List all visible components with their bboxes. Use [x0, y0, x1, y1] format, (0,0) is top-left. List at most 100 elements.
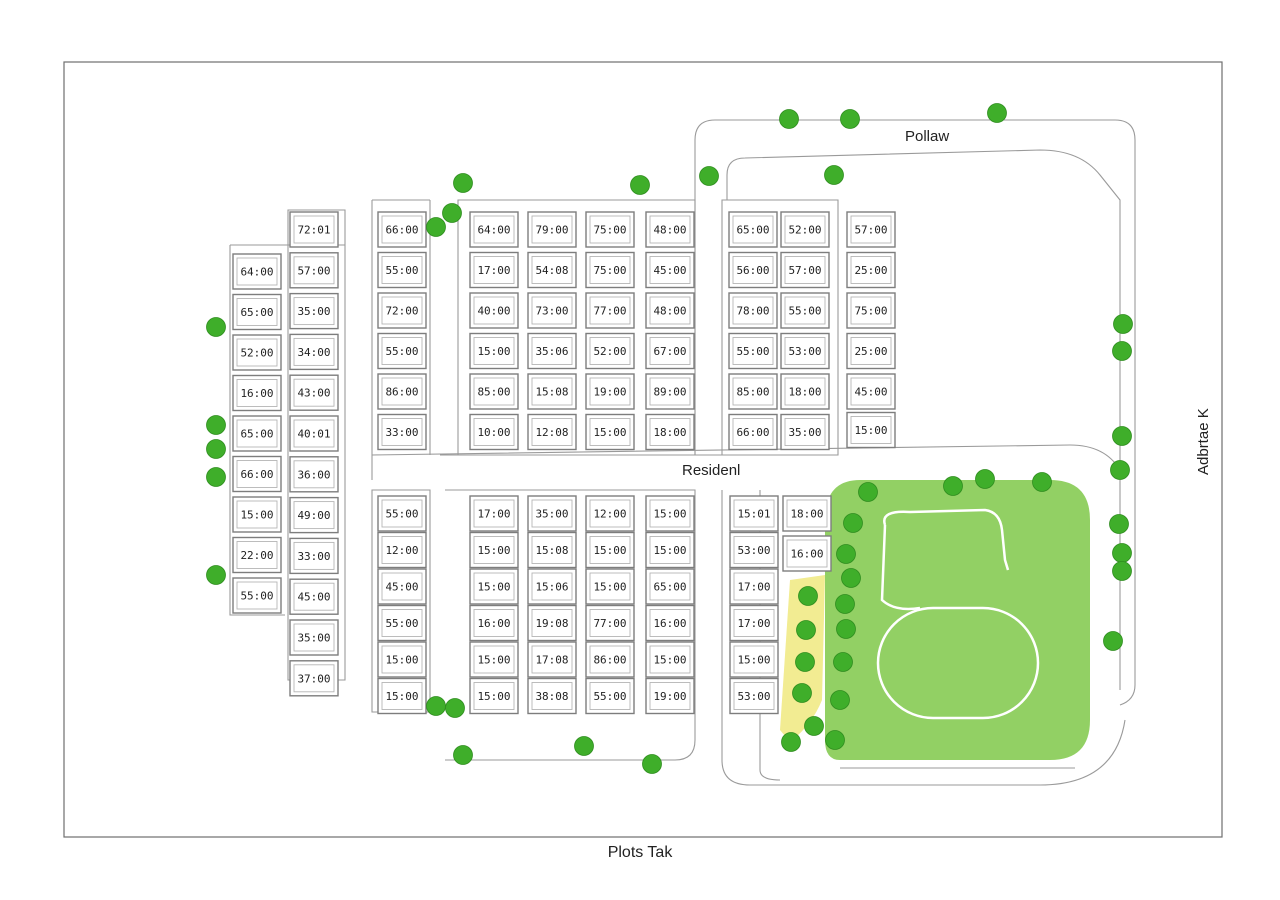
plot-col-c-bottom[interactable]: 55:00 — [377, 495, 427, 532]
plot-block-top[interactable]: 73:00 — [527, 292, 577, 329]
plot-block-bottom[interactable]: 15:00 — [585, 531, 635, 569]
plot-block-right-bottom-right[interactable]: 18:00 — [782, 495, 832, 532]
plot-col-c-bottom[interactable]: 15:00 — [377, 677, 427, 715]
plot-block-bottom[interactable]: 19:08 — [527, 604, 577, 642]
plot-block-bottom[interactable]: 15:00 — [469, 531, 519, 569]
plot-block-right-bottom-left[interactable]: 15:01 — [729, 495, 779, 532]
plot-block-top[interactable]: 52:00 — [585, 332, 635, 370]
plot-block-bottom[interactable]: 38:08 — [527, 677, 577, 715]
plot-col-b[interactable]: 72:01 — [289, 211, 339, 248]
plot-block-right-top[interactable]: 35:00 — [780, 413, 830, 451]
plot-col-a[interactable]: 55:00 — [232, 577, 282, 614]
plot-block-bottom[interactable]: 65:00 — [645, 568, 695, 605]
plot-block-top[interactable]: 12:08 — [527, 413, 577, 451]
plot-col-c-bottom[interactable]: 55:00 — [377, 604, 427, 642]
plot-block-bottom[interactable]: 16:00 — [645, 604, 695, 642]
plot-block-bottom[interactable]: 16:00 — [469, 604, 519, 642]
plot-block-right-top[interactable]: 66:00 — [728, 413, 778, 451]
plot-block-top[interactable]: 85:00 — [469, 373, 519, 410]
plot-col-a[interactable]: 64:00 — [232, 253, 282, 290]
plot-col-c-top[interactable]: 66:00 — [377, 211, 427, 248]
plot-block-bottom[interactable]: 19:00 — [645, 677, 695, 715]
plot-block-bottom[interactable]: 15:00 — [645, 531, 695, 569]
plot-col-a[interactable]: 52:00 — [232, 334, 282, 371]
plot-col-c-top[interactable]: 72:00 — [377, 292, 427, 329]
plot-col-b[interactable]: 35:00 — [289, 619, 339, 656]
plot-block-right-bottom-left[interactable]: 17:00 — [729, 568, 779, 605]
plot-block-top[interactable]: 79:00 — [527, 211, 577, 248]
plot-col-a[interactable]: 65:00 — [232, 415, 282, 452]
plot-block-bottom[interactable]: 35:00 — [527, 495, 577, 532]
plot-block-right-top[interactable]: 18:00 — [780, 373, 830, 410]
plot-block-top[interactable]: 89:00 — [645, 373, 695, 410]
plot-block-right-bottom-left[interactable]: 53:00 — [729, 531, 779, 569]
plot-col-c-top[interactable]: 55:00 — [377, 332, 427, 370]
plot-block-right-top[interactable]: 55:00 — [728, 332, 778, 370]
plot-block-bottom[interactable]: 15:00 — [645, 641, 695, 678]
plot-block-bottom[interactable]: 77:00 — [585, 604, 635, 642]
plot-col-c-bottom[interactable]: 12:00 — [377, 531, 427, 569]
plot-block-right-top[interactable]: 55:00 — [780, 292, 830, 329]
plot-block-top[interactable]: 75:00 — [585, 251, 635, 289]
plot-col-a[interactable]: 15:00 — [232, 496, 282, 533]
plot-block-bottom[interactable]: 15:08 — [527, 531, 577, 569]
plot-block-bottom[interactable]: 55:00 — [585, 677, 635, 715]
plot-block-right-top[interactable]: 65:00 — [728, 211, 778, 248]
plot-block-top[interactable]: 18:00 — [645, 413, 695, 451]
plot-col-right-top[interactable]: 45:00 — [846, 373, 896, 410]
plot-block-top[interactable]: 54:08 — [527, 251, 577, 289]
plot-col-right-top[interactable]: 75:00 — [846, 292, 896, 329]
plot-block-top[interactable]: 67:00 — [645, 332, 695, 370]
plot-block-top[interactable]: 77:00 — [585, 292, 635, 329]
plot-block-right-top[interactable]: 57:00 — [780, 251, 830, 289]
plot-block-right-top[interactable]: 53:00 — [780, 332, 830, 370]
plot-block-bottom[interactable]: 15:00 — [469, 568, 519, 605]
plot-block-right-bottom-right[interactable]: 16:00 — [782, 535, 832, 572]
plot-col-c-top[interactable]: 33:00 — [377, 413, 427, 451]
plot-col-c-top[interactable]: 86:00 — [377, 373, 427, 410]
plot-col-b[interactable]: 37:00 — [289, 660, 339, 697]
plot-col-a[interactable]: 66:00 — [232, 455, 282, 493]
plot-col-right-top[interactable]: 25:00 — [846, 332, 896, 370]
plot-block-top[interactable]: 45:00 — [645, 251, 695, 289]
plot-block-bottom[interactable]: 15:00 — [469, 677, 519, 715]
plot-block-top[interactable]: 17:00 — [469, 251, 519, 289]
plot-block-bottom[interactable]: 15:00 — [585, 568, 635, 605]
plot-block-right-top[interactable]: 78:00 — [728, 292, 778, 329]
plot-col-b[interactable]: 40:01 — [289, 415, 339, 452]
plot-col-b[interactable]: 45:00 — [289, 578, 339, 615]
plot-col-right-top[interactable]: 25:00 — [846, 251, 896, 289]
plot-block-top[interactable]: 15:08 — [527, 373, 577, 410]
plot-block-right-top[interactable]: 52:00 — [780, 211, 830, 248]
plot-block-right-top[interactable]: 56:00 — [728, 251, 778, 289]
plot-col-b[interactable]: 34:00 — [289, 333, 339, 371]
plot-col-a[interactable]: 16:00 — [232, 374, 282, 412]
plot-block-bottom[interactable]: 17:00 — [469, 495, 519, 532]
plot-block-bottom[interactable]: 86:00 — [585, 641, 635, 678]
plot-col-b[interactable]: 43:00 — [289, 374, 339, 411]
plot-block-bottom[interactable]: 12:00 — [585, 495, 635, 532]
plot-block-top[interactable]: 64:00 — [469, 211, 519, 248]
plot-col-right-top[interactable]: 15:00 — [846, 411, 896, 449]
plot-block-right-top[interactable]: 85:00 — [728, 373, 778, 410]
plot-col-a[interactable]: 22:00 — [232, 536, 282, 574]
plot-block-bottom[interactable]: 15:00 — [469, 641, 519, 678]
plot-col-b[interactable]: 36:00 — [289, 456, 339, 493]
plot-block-top[interactable]: 15:00 — [469, 332, 519, 370]
plot-col-c-bottom[interactable]: 45:00 — [377, 568, 427, 605]
plot-block-top[interactable]: 35:06 — [527, 332, 577, 370]
plot-block-top[interactable]: 48:00 — [645, 211, 695, 248]
plot-block-top[interactable]: 15:00 — [585, 413, 635, 451]
plot-col-a[interactable]: 65:00 — [232, 293, 282, 331]
plot-block-bottom[interactable]: 15:00 — [645, 495, 695, 532]
plot-block-top[interactable]: 10:00 — [469, 413, 519, 451]
plot-col-b[interactable]: 57:00 — [289, 252, 339, 289]
plot-col-right-top[interactable]: 57:00 — [846, 211, 896, 248]
plot-block-right-bottom-left[interactable]: 17:00 — [729, 604, 779, 642]
plot-block-right-bottom-left[interactable]: 15:00 — [729, 641, 779, 678]
plot-block-bottom[interactable]: 17:08 — [527, 641, 577, 678]
plot-col-c-bottom[interactable]: 15:00 — [377, 641, 427, 678]
plot-col-b[interactable]: 35:00 — [289, 292, 339, 330]
plot-block-right-bottom-left[interactable]: 53:00 — [729, 677, 779, 715]
plot-block-top[interactable]: 40:00 — [469, 292, 519, 329]
